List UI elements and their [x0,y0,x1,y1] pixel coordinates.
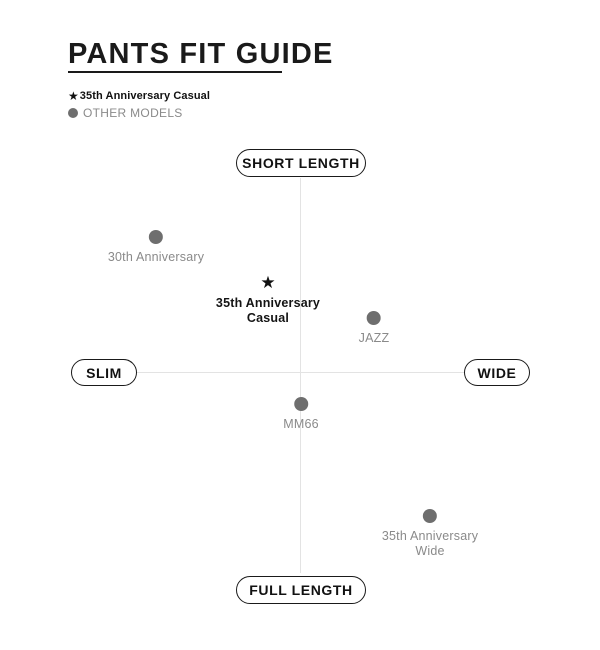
data-point-label: 30th Anniversary [107,250,205,264]
title-underline [68,71,282,73]
data-point-label: 35th Anniversary Wide [381,529,479,558]
data-point-30th-anniversary: 30th Anniversary [108,230,204,265]
dot-icon [366,311,381,325]
axis-label-wide: WIDE [464,359,530,386]
data-point-label: JAZZ [358,331,390,345]
legend-item-label: OTHER MODELS [83,105,183,120]
star-icon: ★ [260,273,276,292]
data-point-mm66: MM66 [283,397,319,432]
data-point-35th-anniversary-wide: 35th Anniversary Wide [382,509,478,559]
star-icon: ★ [68,88,79,103]
dot-icon [149,230,163,244]
dot-icon [294,397,308,411]
dot-icon [423,509,437,523]
legend: ★ 35th Anniversary Casual OTHER MODELS [68,88,210,122]
vertical-axis [300,178,301,573]
axis-label-full-length: FULL LENGTH [236,576,366,604]
data-point-label: 35th Anniversary Casual [215,296,321,325]
legend-item-anniversary-casual: ★ 35th Anniversary Casual [68,88,210,103]
axis-label-short-length: SHORT LENGTH [236,149,366,177]
axis-label-slim: SLIM [71,359,137,386]
data-point-35th-anniversary-casual: ★ 35th Anniversary Casual [215,273,321,326]
legend-item-label: 35th Anniversary Casual [79,89,211,102]
page-title: PANTS FIT GUIDE [68,38,334,70]
dot-icon [68,107,78,118]
data-point-label: MM66 [283,417,319,431]
legend-item-other-models: OTHER MODELS [68,105,210,120]
horizontal-axis [118,372,482,373]
data-point-jazz: JAZZ [359,311,390,346]
